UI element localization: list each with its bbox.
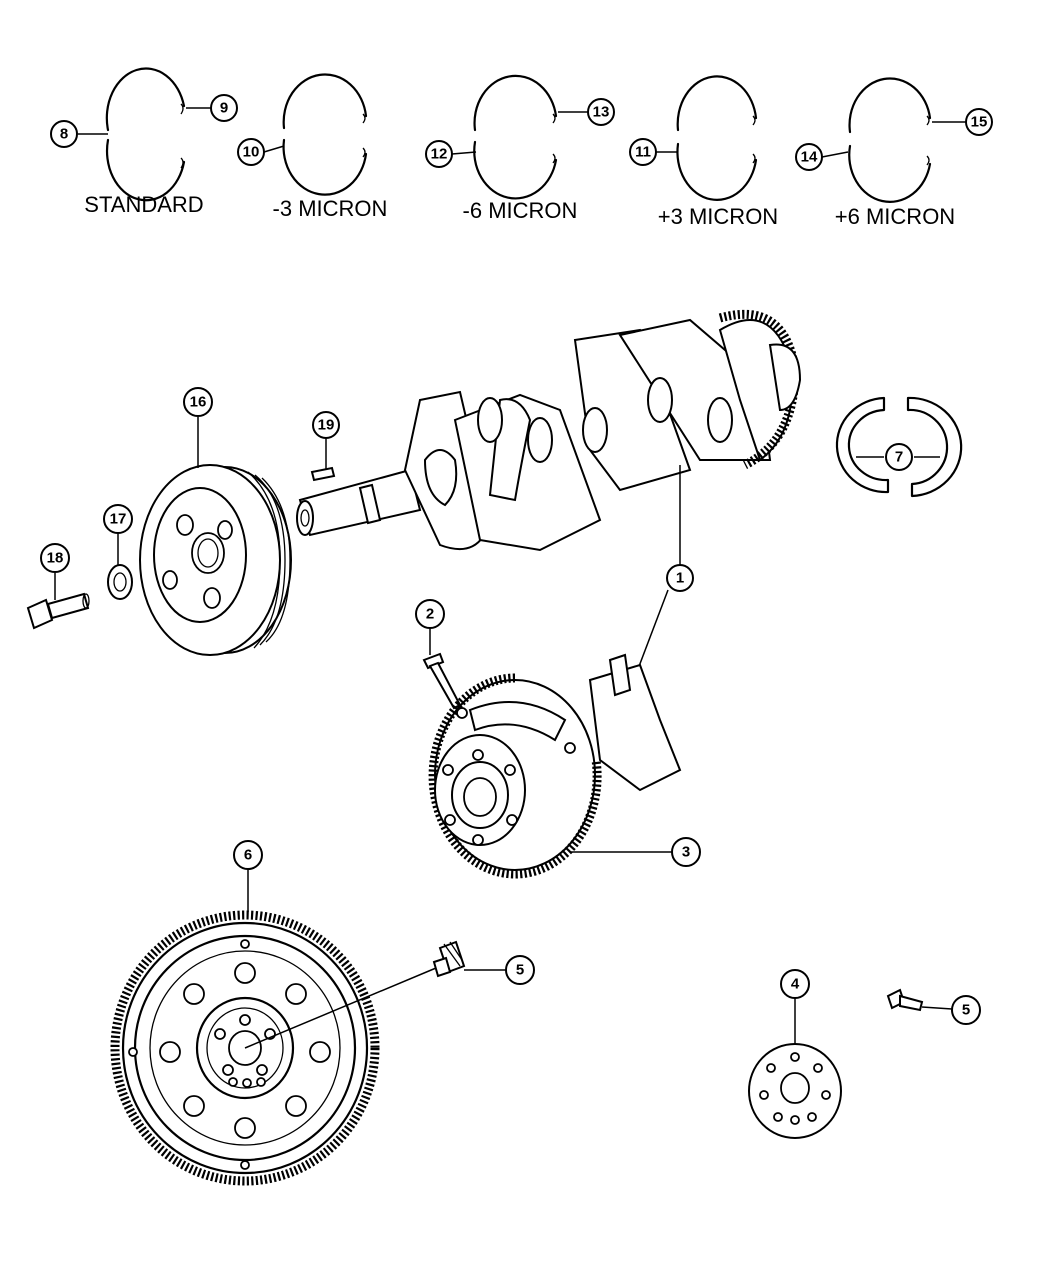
callout-19 — [312, 411, 340, 439]
callout-8 — [50, 120, 78, 148]
callout-5-right-label: 5 — [962, 1002, 970, 1019]
callout-11 — [629, 138, 657, 166]
callout-5-right — [951, 995, 981, 1025]
callout-8-label: 8 — [60, 126, 68, 143]
callout-14 — [795, 143, 823, 171]
bearing-size-label-minus-3: -3 MICRON — [273, 196, 388, 221]
callout-19-label: 19 — [318, 417, 335, 434]
tone-wheel-screw: 2 — [415, 599, 462, 710]
callout-17 — [103, 504, 133, 534]
callout-16-label: 16 — [190, 394, 207, 411]
callout-13 — [587, 98, 615, 126]
callout-1-label: 1 — [676, 570, 684, 587]
callout-5-label: 5 — [516, 962, 524, 979]
bearing-size-label-plus-3: +3 MICRON — [658, 204, 778, 229]
callout-9-label: 9 — [220, 100, 228, 117]
tone-wheel: 3 — [428, 653, 701, 879]
callout-15-label: 15 — [971, 114, 988, 131]
callout-9 — [210, 94, 238, 122]
callout-18-label: 18 — [47, 550, 64, 567]
flexplate-bolt-2: 5 — [886, 988, 981, 1025]
crankshaft: 1 — [296, 309, 802, 691]
callout-6-label: 6 — [244, 847, 252, 864]
bearing-set-plus-6: 15 14 +6 MICRON — [795, 77, 993, 229]
callout-2 — [415, 599, 445, 629]
bearing-set-plus-3: 11 +3 MICRON — [629, 75, 778, 229]
callout-10-label: 10 — [243, 144, 260, 161]
callout-3-label: 3 — [682, 844, 690, 861]
callout-1 — [666, 564, 694, 592]
callout-17-label: 17 — [110, 511, 127, 528]
flexplate: 6 — [110, 840, 380, 1186]
callout-18 — [40, 543, 70, 573]
callout-7-label: 7 — [895, 449, 903, 466]
callout-13-label: 13 — [593, 104, 610, 121]
callout-4 — [780, 969, 810, 999]
thrust-washer: 7 — [835, 396, 963, 498]
callout-6 — [233, 840, 263, 870]
bearing-set-minus-6: 13 12 -6 MICRON — [425, 74, 615, 223]
callout-14-label: 14 — [801, 149, 818, 166]
damper-bolt: 18 — [26, 543, 90, 630]
bearing-set-standard: 9 8 STANDARD — [50, 67, 238, 217]
callout-15 — [965, 108, 993, 136]
flexplate-adapter: 4 — [748, 969, 842, 1139]
callout-10 — [237, 138, 265, 166]
bearing-size-label-plus-6: +6 MICRON — [835, 204, 955, 229]
damper-washer: 17 — [103, 504, 133, 600]
callout-5 — [505, 955, 535, 985]
callout-12 — [425, 140, 453, 168]
callout-7 — [885, 443, 913, 471]
callout-4-label: 4 — [791, 976, 800, 993]
callout-16 — [183, 387, 213, 417]
bearing-size-label-minus-6: -6 MICRON — [463, 198, 578, 223]
crankshaft-damper: 16 — [139, 387, 292, 656]
flexplate-bolt: 5 — [244, 940, 535, 1049]
callout-11-label: 11 — [635, 144, 651, 161]
callout-2-label: 2 — [426, 606, 434, 623]
callout-12-label: 12 — [431, 146, 448, 163]
bearing-size-label-standard: STANDARD — [84, 192, 203, 217]
callout-3 — [671, 837, 701, 867]
bearing-set-minus-3: 10 -3 MICRON — [237, 73, 388, 221]
woodruff-key: 19 — [312, 411, 340, 470]
